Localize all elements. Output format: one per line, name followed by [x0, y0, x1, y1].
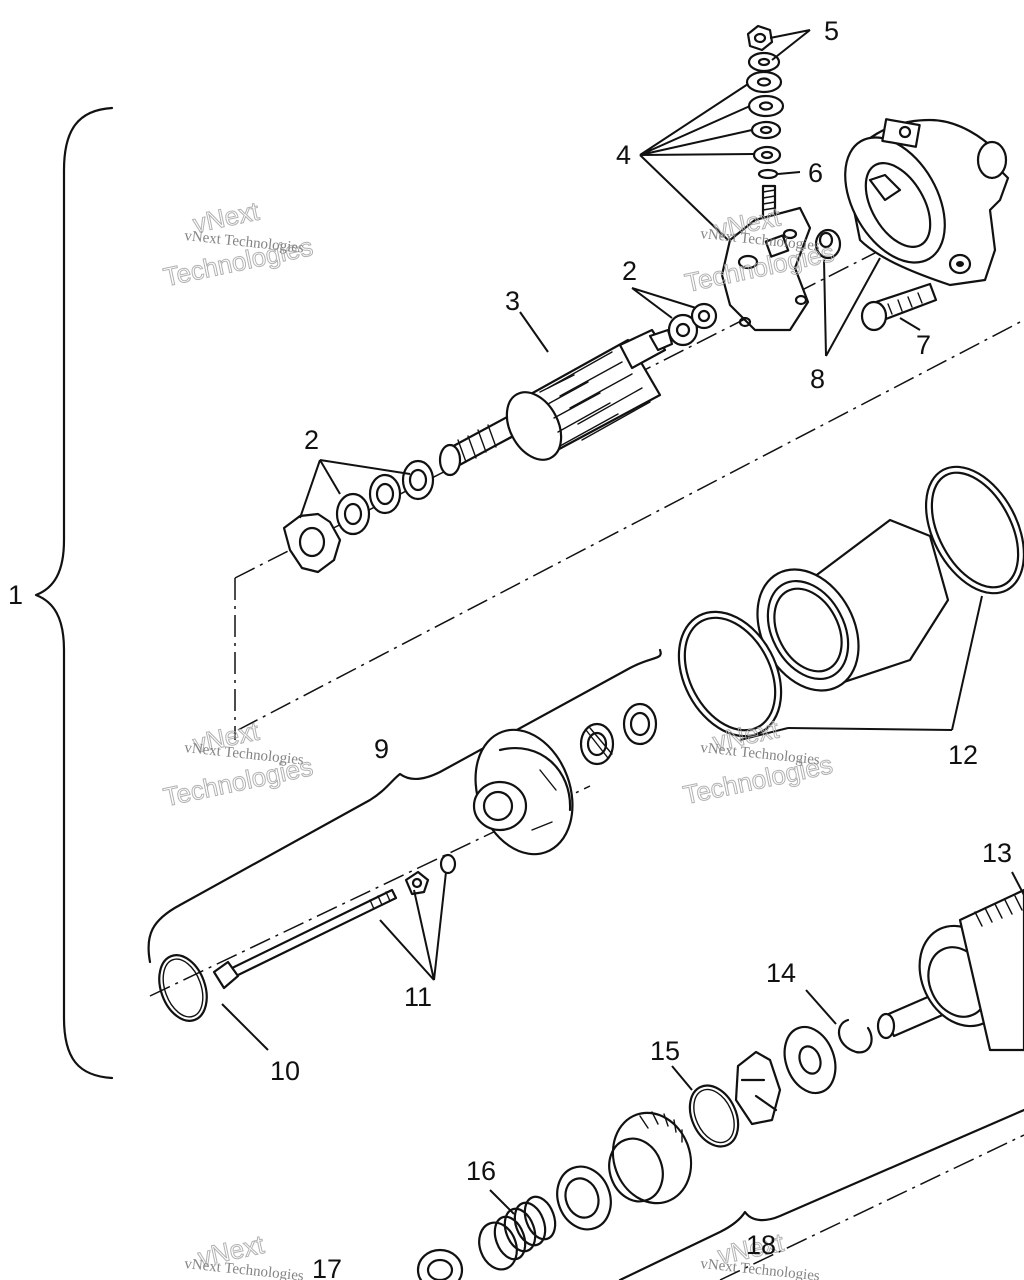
callout-2-lower: 2	[304, 425, 319, 455]
brush-part-8	[814, 228, 842, 260]
callout-8: 8	[810, 364, 825, 394]
nut-part-5	[746, 24, 781, 73]
callout-labels: 1 2 2 3 4 5 6 7 8 9 10 11 12 13 14 15 16…	[8, 16, 1012, 1280]
bolt-part-7	[860, 282, 938, 332]
leader-lines	[221, 29, 1024, 1215]
callout-15: 15	[650, 1036, 680, 1066]
spring-part-16	[478, 1195, 557, 1271]
brush-plate	[720, 206, 812, 332]
watermark-group: vNext Technologies vNext Technologies vN…	[160, 195, 837, 1280]
rear-end-housing	[844, 118, 1010, 287]
callout-9: 9	[374, 734, 389, 764]
washers-part-2-upper	[667, 302, 718, 347]
callout-16: 16	[466, 1156, 496, 1186]
callout-18: 18	[746, 1230, 776, 1260]
callout-13: 13	[982, 838, 1012, 868]
through-bolt-part-11	[212, 853, 457, 990]
group-brace-18	[618, 1108, 1024, 1280]
stop-collar	[734, 1025, 837, 1126]
callout-6: 6	[808, 158, 823, 188]
callout-12: 12	[948, 740, 978, 770]
washer-stack-part-4	[745, 70, 785, 165]
armature-part-3	[438, 328, 674, 477]
callout-2-upper: 2	[622, 256, 637, 286]
callout-1: 1	[8, 580, 23, 610]
callout-11: 11	[404, 982, 432, 1012]
callout-17: 17	[312, 1254, 342, 1280]
callout-4: 4	[616, 140, 631, 170]
group-brace-9	[147, 648, 662, 964]
sleeve	[556, 1165, 612, 1231]
yoke-part-12	[677, 465, 1024, 738]
washers-part-2-lower	[282, 459, 435, 574]
gear-shaft-part-13	[876, 888, 1024, 1052]
assembly-brace	[34, 106, 114, 1080]
front-cover-part-9	[472, 702, 658, 856]
pinion-gear	[608, 1111, 693, 1205]
ring-part-15	[688, 1084, 740, 1148]
o-ring-part-10	[158, 954, 208, 1022]
callout-14: 14	[766, 958, 796, 988]
circlip-part-14	[838, 1018, 873, 1054]
callout-5: 5	[824, 16, 839, 46]
part-17	[416, 1248, 464, 1280]
callout-3: 3	[505, 286, 520, 316]
callout-7: 7	[916, 330, 931, 360]
callout-10: 10	[270, 1056, 300, 1086]
